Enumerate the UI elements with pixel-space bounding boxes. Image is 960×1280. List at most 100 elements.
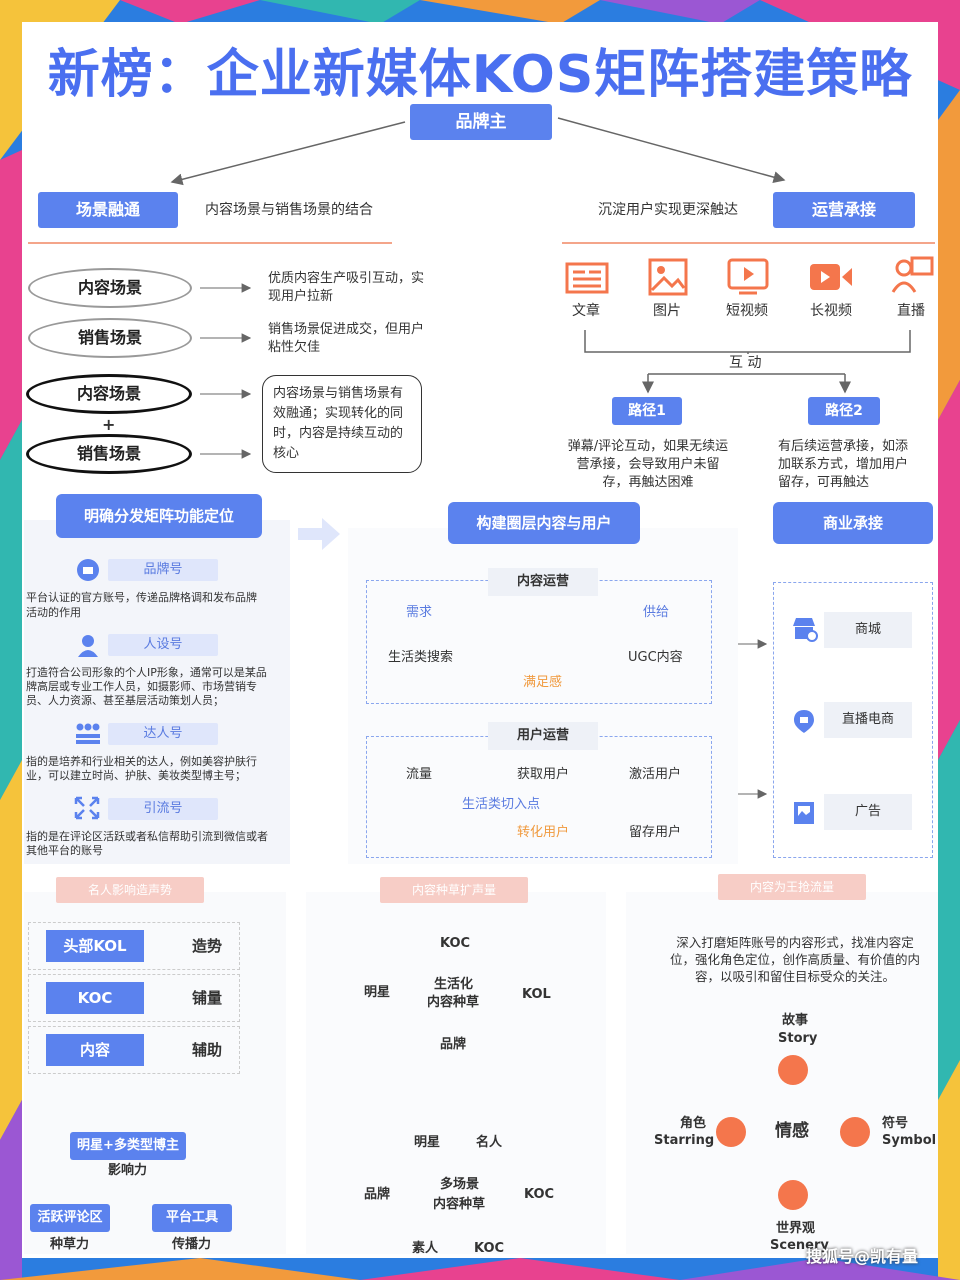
combo-plus: + [102,415,116,434]
seeding-tag: 内容种草扩声量 [380,877,528,903]
seed-top-kol: KOL [522,987,551,1002]
page-title: 新榜：企业新媒体KOS矩阵搭建策略 [47,45,913,105]
life-search-label: 生活类搜索 [388,650,454,665]
scenery-cn: 世界观 [776,1221,816,1236]
sales-scene-desc: 销售场景促进成交，但用户粘性欠佳 [268,322,425,355]
content-scene-oval: 内容场景 [28,268,192,308]
commerce-live: 直播电商 [824,702,912,738]
seed-bottom-celebrity: 名人 [476,1135,503,1150]
combo-desc: 内容场景与销售场景有效融通；实现转化的同时，内容是持续互动的核心 [273,386,404,461]
ops-undertake-label: 运营承接 [773,192,915,228]
influence-label: 影响力 [108,1163,148,1178]
brand-icon [76,558,100,586]
seed-top-center2: 内容种草 [427,995,480,1010]
head-kol-role: 造势 [192,937,223,955]
seed-top-koc: KOC [440,936,471,951]
koc-row-box [28,974,240,1022]
activate-user-label: 激活用户 [629,767,682,782]
active-comment-box: 活跃评论区 [30,1204,110,1232]
format-long-video: 长视频 [810,303,852,319]
matrix-desc-brand: 平台认证的官方账号，传递品牌格调和发布品牌活动的作用 [26,591,257,619]
seed-bottom-center2: 内容种草 [433,1197,486,1212]
king-center: 情感 [775,1121,809,1141]
long-video-icon [808,262,854,296]
seed-bottom-star: 明星 [414,1135,441,1150]
story-en: Story [778,1031,818,1046]
combo-desc-box: 内容场景与销售场景有效融通；实现转化的同时，内容是持续互动的核心 [262,375,422,473]
matrix-tag-brand: 品牌号 [108,559,218,581]
matrix-desc-traffic: 指的是在评论区活跃或者私信帮助引流到微信或者其他平台的账号 [26,830,268,857]
group-icon [74,722,102,750]
commerce-ad: 广告 [824,794,912,830]
article-icon [565,262,609,298]
sales-scene-oval: 销售场景 [28,318,192,358]
arrows-icon [74,796,100,824]
starring-en: Starring [654,1133,715,1148]
content-pill: 内容 [46,1034,144,1066]
seed-bottom-amateur: 素人 [412,1241,439,1256]
celebrity-tag: 名人影响造声势 [56,877,204,903]
matrix-header: 明确分发矩阵功能定位 [56,494,262,538]
ugc-content-label: UGC内容 [628,650,683,665]
scenery-dot [778,1180,808,1210]
content-row-box [28,1026,240,1074]
symbol-cn: 符号 [882,1116,909,1131]
acquire-user-label: 获取用户 [517,767,570,782]
path2-label: 路径2 [808,397,880,425]
brand-owner-box: 品牌主 [410,104,552,140]
format-live: 直播 [897,303,925,319]
symbol-dot [840,1117,870,1147]
content-ops-title: 内容运营 [488,568,598,596]
traffic-label: 流量 [406,767,433,782]
format-image: 图片 [653,303,681,319]
head-kol-pill: 头部KOL [46,930,144,962]
seed-top-star: 明星 [364,985,391,1000]
starring-dot [716,1117,746,1147]
symbol-en: Symbol [882,1133,937,1148]
path1-desc: 弹幕/评论互动，如果无续运营承接，会导致用户未留存，再触达困难 [567,439,729,490]
combo-content-oval: 内容场景 [26,374,192,414]
watermark: 搜狐号@凯有量 [806,1247,919,1266]
short-video-icon [727,258,769,300]
content-role: 辅助 [192,1041,223,1059]
starring-cn: 角色 [680,1116,707,1131]
commerce-mall: 商城 [824,612,912,648]
seed-power-label: 种草力 [50,1237,90,1252]
scene-fusion-label: 场景融通 [38,192,178,228]
demand-label: 需求 [406,605,433,620]
matrix-tag-influencer: 达人号 [108,723,218,745]
seed-top-center1: 生活化 [434,977,474,992]
seed-top-brand: 品牌 [440,1037,467,1052]
ops-undertake-desc: 沉淀用户实现更深触达 [598,202,738,218]
combo-sales-oval: 销售场景 [26,434,192,474]
koc-pill: KOC [46,982,144,1014]
commerce-header: 商业承接 [773,502,933,544]
star-blogger-box: 明星+多类型博主 [70,1132,186,1160]
seed-bottom-koc-right: KOC [524,1187,555,1202]
convert-user-label: 转化用户 [517,825,570,840]
platform-tool-box: 平台工具 [152,1204,232,1232]
spread-power-label: 传播力 [172,1237,212,1252]
live-icon [890,256,934,298]
satisfaction-label: 满足感 [523,675,563,690]
format-article: 文章 [572,303,600,319]
circle-header: 构建圈层内容与用户 [448,502,640,544]
story-cn: 故事 [782,1013,809,1028]
path1-label: 路径1 [612,397,682,425]
retain-user-label: 留存用户 [629,825,682,840]
king-desc: 深入打磨矩阵账号的内容形式，找准内容定位，强化角色定位，创作高质量、有价值的内容… [669,935,920,984]
interaction-label: 互 动 [727,354,764,372]
commerce-box [773,582,933,858]
user-ops-title: 用户运营 [488,722,598,750]
life-entry-label: 生活类切入点 [462,797,541,812]
person-icon [76,633,100,661]
story-dot [778,1055,808,1085]
scene-fusion-desc: 内容场景与销售场景的结合 [205,202,373,218]
scenery-en: Scenery [770,1238,829,1253]
matrix-tag-persona: 人设号 [108,634,218,656]
seed-bottom-koc: KOC [474,1241,505,1256]
image-icon [648,258,688,300]
format-short-video: 短视频 [726,303,768,319]
koc-role: 铺量 [192,989,223,1007]
